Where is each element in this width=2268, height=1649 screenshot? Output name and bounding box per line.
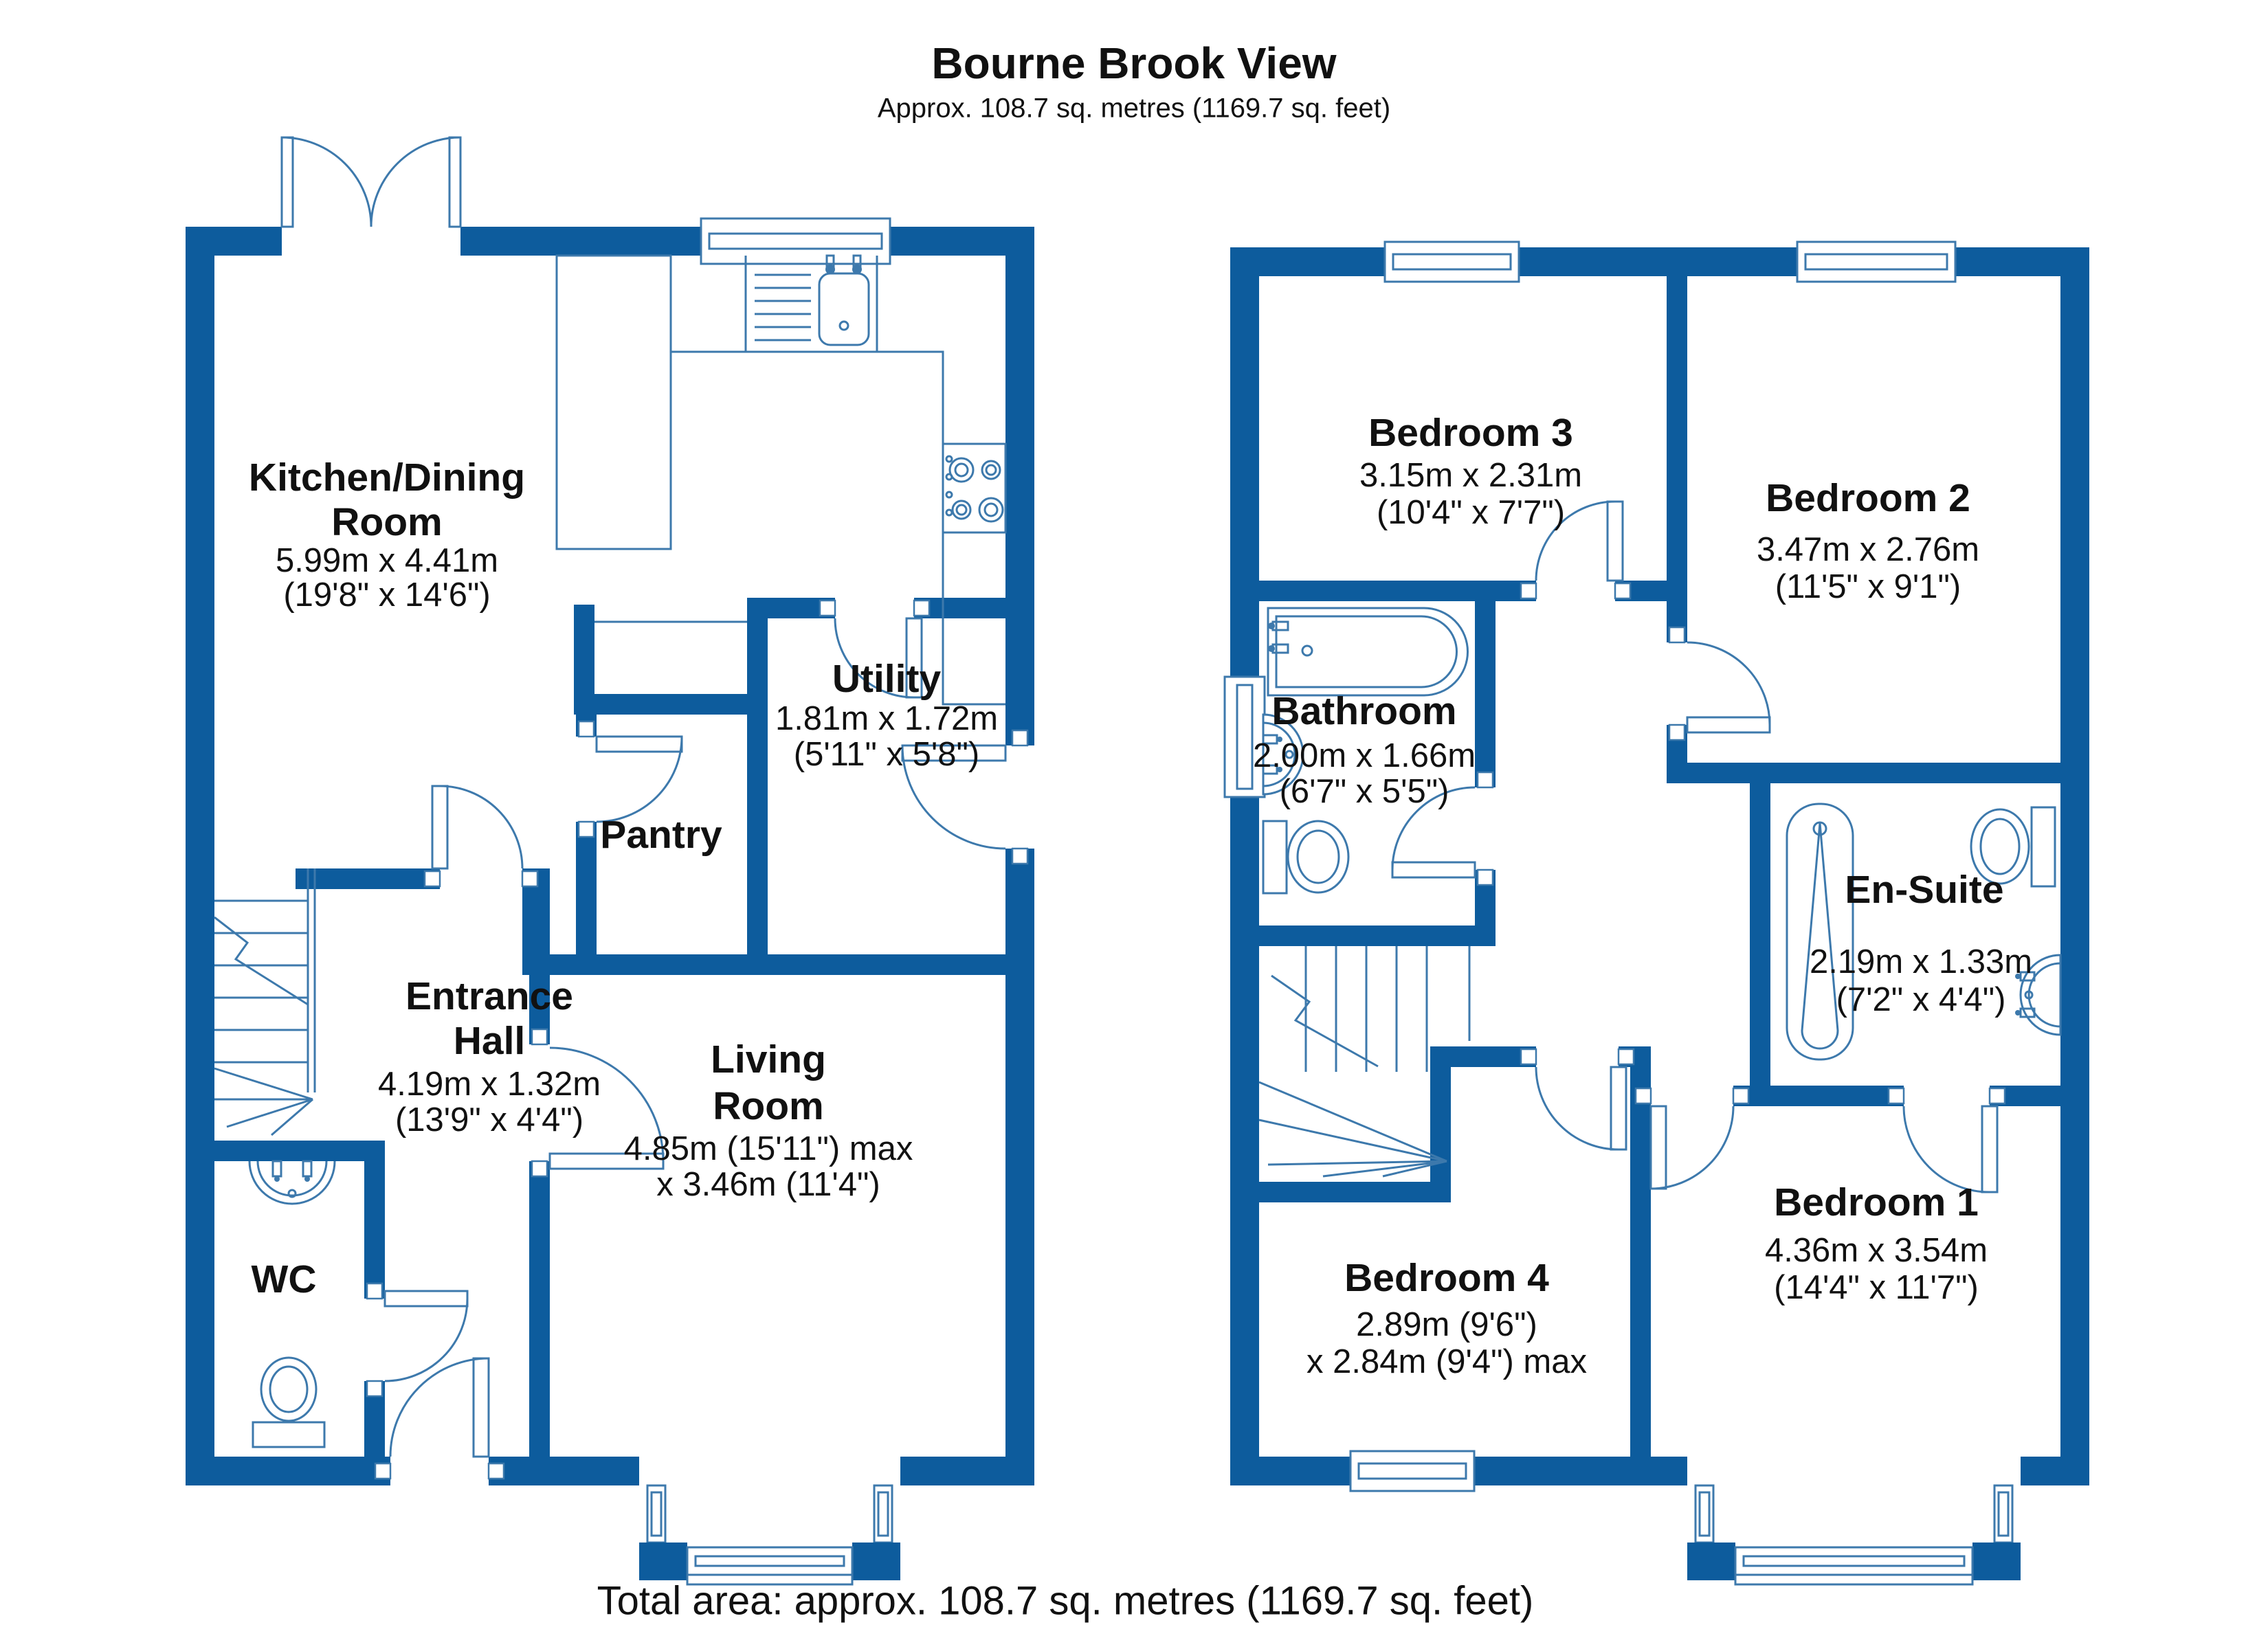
bedroom2-dims-imperial: (11'5" x 9'1"): [1775, 568, 1961, 605]
bedroom2-dims-metric: 3.47m x 2.76m: [1756, 531, 1980, 568]
dining-hall-door: [431, 785, 524, 870]
bathroom-dims-imperial: (6'7" x 5'5"): [1279, 773, 1449, 810]
bedroom2-label: Bedroom 2: [1766, 476, 1970, 520]
living-dims-metric: 4.85m (15'11") max: [623, 1130, 913, 1167]
bathroom-basin: [1262, 713, 1304, 796]
first-floor-doors: [1391, 500, 1999, 1193]
hall-label-line2: Hall: [453, 1019, 526, 1063]
bedroom3-door: [1535, 500, 1624, 582]
ground-floor-door-jambs: [366, 599, 1029, 1480]
ensuite-dims-imperial: (7'2" x 4'4"): [1836, 981, 2006, 1018]
shower: [1786, 803, 1854, 1061]
kitchen-window: [700, 217, 891, 265]
wc-toilet: [252, 1356, 326, 1448]
french-doors: [280, 136, 462, 228]
hall-dims-imperial: (13'9" x 4'4"): [394, 1101, 584, 1138]
utility-dims-imperial: (5'11" x 5'8"): [793, 736, 980, 773]
ground-floor-stairs: [214, 868, 316, 1136]
page-title: Bourne Brook View: [931, 38, 1337, 88]
bedroom2-door: [1686, 641, 1771, 734]
bedroom1-dims-imperial: (14'4" x 11'7"): [1774, 1269, 1979, 1306]
bedroom4-door: [1535, 1066, 1627, 1151]
hall-dims-metric: 4.19m x 1.32m: [377, 1066, 601, 1103]
bedroom3-window: [1383, 240, 1520, 283]
living-label-line1: Living: [711, 1037, 826, 1081]
bathroom-fixtures: [1262, 607, 1469, 895]
pantry-label: Pantry: [600, 813, 722, 857]
first-floor-walls: [1230, 247, 2089, 1485]
bedroom1-label: Bedroom 1: [1774, 1180, 1979, 1224]
ensuite-toilet: [1970, 806, 2056, 888]
ensuite-label: En-Suite: [1845, 868, 2004, 912]
living-label-line2: Room: [713, 1084, 824, 1128]
total-area-text: Total area: approx. 108.7 sq. metres (11…: [597, 1578, 1534, 1624]
first-floor-windows: [1223, 240, 2021, 1586]
ensuite-basin: [2015, 954, 2062, 1036]
bedroom4-label: Bedroom 4: [1344, 1256, 1549, 1300]
pantry-door: [595, 735, 683, 823]
kitchen-dims-imperial: (19'8" x 14'6"): [283, 576, 491, 614]
living-room-door: [548, 1046, 665, 1170]
wc-label: WC: [251, 1257, 317, 1301]
bathroom-door: [1391, 786, 1476, 879]
kitchen-fixtures: [555, 254, 1007, 706]
bedroom4-window: [1349, 1450, 1476, 1492]
ground-floor-doors: [280, 136, 1007, 1458]
living-room-bay-window: [639, 1484, 900, 1586]
kitchen-label-line1: Kitchen/Dining: [248, 456, 526, 500]
kitchen-peninsula-counter: [555, 254, 672, 550]
kitchen-hob: [942, 442, 1007, 534]
bedroom3-label: Bedroom 3: [1368, 411, 1573, 455]
bathroom-dims-metric: 2.00m x 1.66m: [1252, 737, 1476, 774]
bedroom1-bay-window: [1687, 1484, 2021, 1586]
bedroom2-window: [1796, 240, 1957, 283]
bedroom3-dims-imperial: (10'4" x 7'7"): [1376, 494, 1566, 531]
wc-door: [383, 1290, 469, 1382]
living-dims-imperial: x 3.46m (11'4"): [656, 1166, 880, 1203]
bedroom1-door: [1649, 1105, 1735, 1190]
utility-label: Utility: [832, 657, 942, 701]
utility-external-door: [901, 744, 1007, 850]
kitchen-label-line2: Room: [331, 500, 443, 544]
bedroom3-dims-metric: 3.15m x 2.31m: [1359, 457, 1583, 494]
bedroom4-dims-imperial: x 2.84m (9'4") max: [1307, 1343, 1587, 1380]
ensuite-fixtures: [1786, 803, 2062, 1061]
ground-floor-plan: [186, 136, 1034, 1586]
first-floor-stairs: [1258, 946, 1471, 1178]
ensuite-door: [1902, 1105, 1999, 1193]
bedroom4-dims-metric: 2.89m (9'6"): [1356, 1306, 1537, 1343]
bathroom-toilet: [1262, 820, 1350, 895]
bathroom-label: Bathroom: [1271, 689, 1457, 733]
bath: [1267, 607, 1469, 697]
ground-floor-walls: [186, 227, 1034, 1485]
kitchen-utility-door: [834, 617, 923, 699]
front-door: [389, 1357, 490, 1458]
ensuite-dims-metric: 2.19m x 1.33m: [1809, 943, 2033, 980]
utility-dims-metric: 1.81m x 1.72m: [775, 700, 999, 737]
bedroom1-dims-metric: 4.36m x 3.54m: [1764, 1232, 1988, 1269]
bathroom-window: [1223, 675, 1266, 798]
kitchen-sink: [744, 254, 878, 352]
kitchen-dims-metric: 5.99m x 4.41m: [275, 542, 499, 579]
first-floor-door-jambs: [1476, 582, 2006, 1105]
wc-basin: [248, 1160, 336, 1205]
ground-floor-windows: [639, 217, 900, 1586]
page-subtitle: Approx. 108.7 sq. metres (1169.7 sq. fee…: [877, 93, 1391, 124]
hall-label-line1: Entrance: [405, 974, 573, 1018]
wc-fixtures: [248, 1160, 336, 1448]
first-floor-plan: [1223, 240, 2089, 1586]
